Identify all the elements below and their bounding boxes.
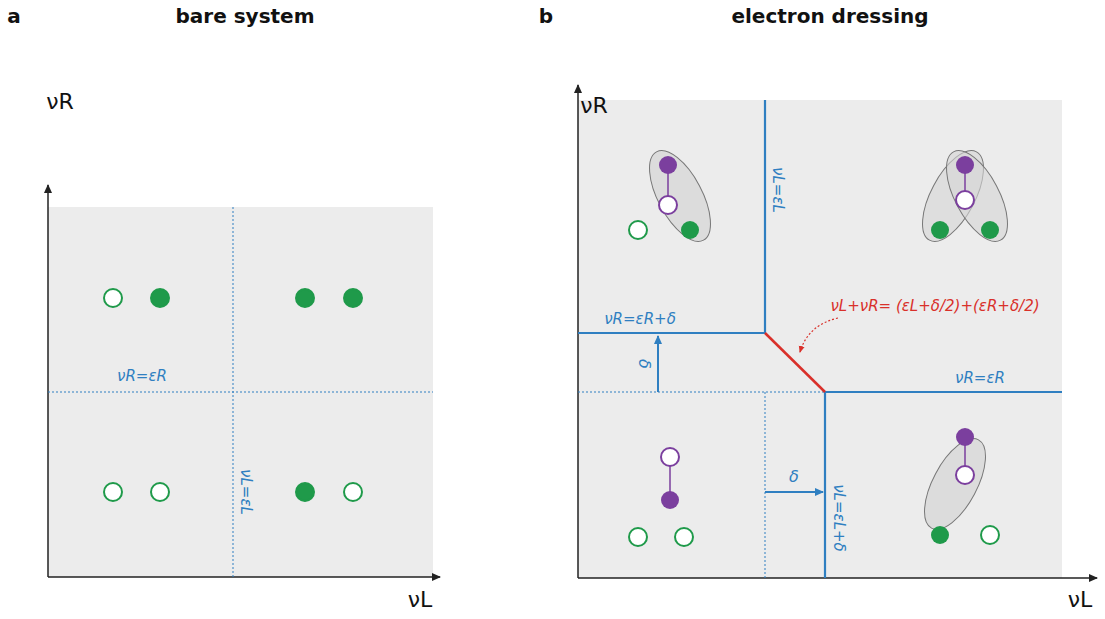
axis-label: νL bbox=[1068, 589, 1093, 611]
phase-boundary bbox=[578, 100, 1062, 578]
boundary-label: νR=εR+δ bbox=[604, 312, 676, 327]
dressed-states bbox=[629, 142, 1020, 546]
panel-title: bare system bbox=[175, 6, 314, 26]
panel-letter: a bbox=[7, 6, 21, 26]
boundary-label: νL=εL+δ bbox=[831, 484, 846, 552]
leader-line bbox=[800, 318, 838, 352]
axis bbox=[47, 185, 49, 577]
phase-boundary bbox=[765, 333, 825, 392]
boundary-line bbox=[765, 392, 766, 578]
boundary-label: νL=εL bbox=[770, 167, 785, 213]
shift-arrow bbox=[657, 336, 659, 392]
plot-ground bbox=[578, 100, 1062, 578]
axis bbox=[48, 576, 440, 578]
axis bbox=[577, 85, 579, 578]
boundary-label: νL=εL bbox=[238, 469, 253, 515]
shift-label: δ bbox=[636, 359, 652, 369]
axis-label: νL bbox=[408, 589, 433, 611]
electron-dots bbox=[104, 289, 362, 501]
shift-label: δ bbox=[789, 469, 799, 485]
plot-ground bbox=[48, 207, 433, 577]
shift-arrow bbox=[765, 491, 823, 493]
panel-letter: b bbox=[539, 6, 553, 26]
boundary-label: νR=εR bbox=[955, 371, 1005, 386]
boundary-line bbox=[578, 392, 825, 393]
panel-title: electron dressing bbox=[731, 6, 928, 26]
axis-label: νR bbox=[46, 91, 74, 113]
boundary-line bbox=[48, 392, 433, 393]
boundary-label: νR=εR bbox=[117, 369, 167, 384]
boundary-label: νL+νR= (εL+δ/2)+(εR+δ/2) bbox=[830, 299, 1039, 314]
axis bbox=[578, 577, 1097, 579]
axis-label: νR bbox=[580, 95, 608, 117]
